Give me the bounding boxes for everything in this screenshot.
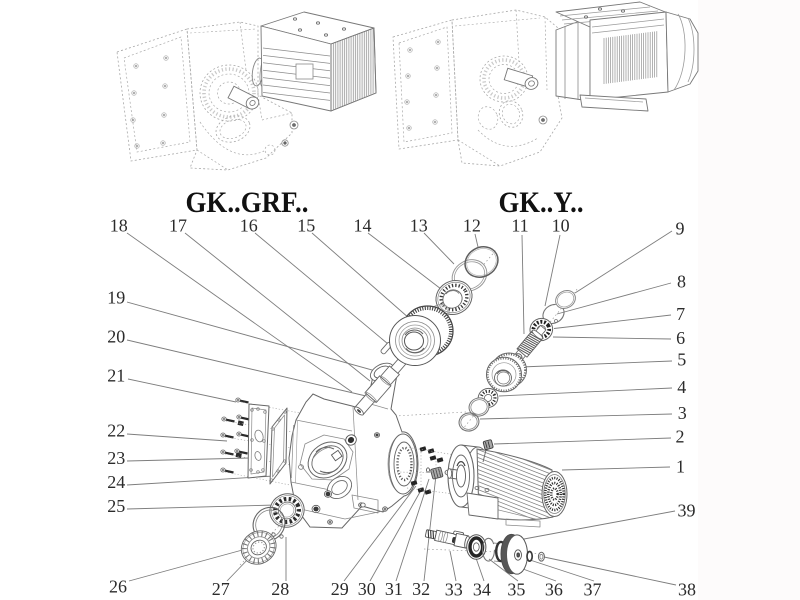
svg-text:19: 19 <box>107 287 125 307</box>
svg-text:38: 38 <box>678 579 696 599</box>
svg-text:15: 15 <box>297 216 315 236</box>
svg-text:18: 18 <box>110 216 128 236</box>
svg-text:6: 6 <box>676 328 685 348</box>
svg-text:21: 21 <box>107 365 125 385</box>
svg-text:24: 24 <box>107 472 125 492</box>
svg-text:25: 25 <box>107 496 125 516</box>
svg-text:4: 4 <box>677 377 686 397</box>
svg-text:33: 33 <box>445 579 463 599</box>
svg-text:17: 17 <box>169 216 187 236</box>
svg-text:16: 16 <box>240 216 258 236</box>
svg-text:36: 36 <box>545 579 563 599</box>
svg-text:9: 9 <box>676 218 685 238</box>
svg-text:8: 8 <box>677 271 686 291</box>
svg-text:7: 7 <box>676 304 685 324</box>
svg-text:20: 20 <box>107 326 125 346</box>
svg-text:11: 11 <box>511 216 528 236</box>
svg-text:10: 10 <box>552 216 570 236</box>
svg-text:3: 3 <box>678 403 687 423</box>
svg-text:5: 5 <box>677 350 686 370</box>
svg-text:39: 39 <box>678 500 696 520</box>
svg-text:35: 35 <box>507 579 525 599</box>
svg-text:23: 23 <box>107 448 125 468</box>
svg-text:2: 2 <box>676 426 685 446</box>
svg-text:GK..Y..: GK..Y.. <box>499 186 584 219</box>
svg-text:GK..GRF..: GK..GRF.. <box>186 186 309 219</box>
svg-text:22: 22 <box>107 421 125 441</box>
svg-text:29: 29 <box>331 579 349 599</box>
svg-text:32: 32 <box>412 579 430 599</box>
svg-text:34: 34 <box>473 579 491 599</box>
svg-text:12: 12 <box>463 216 481 236</box>
svg-text:27: 27 <box>212 579 230 599</box>
svg-text:31: 31 <box>385 579 403 599</box>
svg-text:37: 37 <box>584 579 602 599</box>
svg-text:13: 13 <box>410 216 428 236</box>
svg-text:26: 26 <box>109 576 127 596</box>
svg-text:30: 30 <box>358 579 376 599</box>
svg-text:1: 1 <box>676 456 685 476</box>
svg-text:14: 14 <box>354 216 372 236</box>
svg-text:28: 28 <box>271 579 289 599</box>
